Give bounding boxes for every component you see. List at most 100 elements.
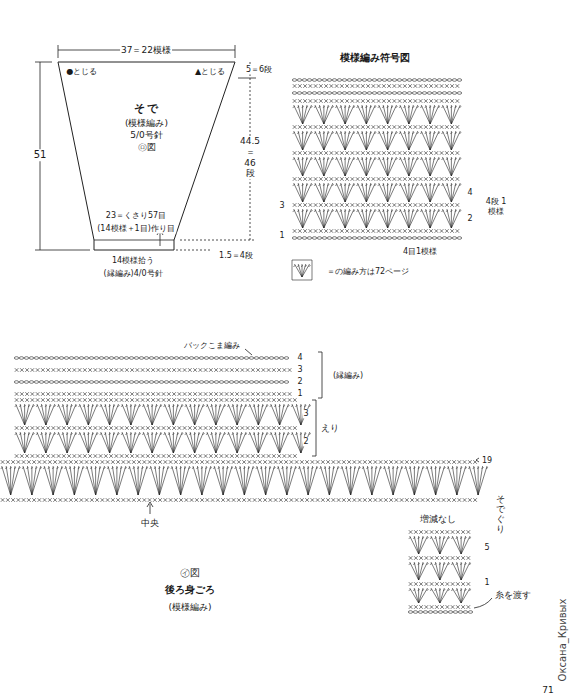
single-crochet: [314, 177, 318, 181]
single-crochet: [382, 99, 386, 103]
single-crochet: [398, 99, 402, 103]
chain-stitch: [372, 92, 376, 95]
single-crochet: [262, 454, 266, 458]
chain-stitch: [342, 92, 346, 95]
single-crochet: [83, 392, 87, 396]
single-crochet: [456, 530, 460, 534]
annotation: 2: [302, 437, 309, 446]
chain-stitch: [362, 79, 366, 82]
shell-stitch: [426, 466, 446, 495]
single-crochet: [251, 426, 255, 430]
single-crochet: [267, 426, 271, 430]
single-crochet: [41, 392, 45, 396]
direction-arrow: [160, 232, 161, 246]
single-crochet: [298, 177, 302, 181]
single-crochet: [419, 177, 423, 181]
single-crochet: [111, 460, 115, 464]
single-crochet: [405, 498, 409, 502]
single-crochet: [272, 454, 276, 458]
single-crochet: [288, 426, 292, 430]
single-crochet: [104, 398, 108, 402]
single-crochet: [178, 368, 182, 372]
shell-stitch: [399, 209, 419, 228]
single-crochet: [230, 426, 234, 430]
chain-stitch: [59, 357, 63, 360]
chain-stitch: [413, 611, 417, 614]
single-crochet: [232, 498, 236, 502]
single-crochet: [456, 125, 460, 129]
single-crochet: [440, 203, 444, 207]
chain-stitch: [84, 381, 88, 384]
single-crochet: [458, 460, 462, 464]
single-crochet: [414, 556, 418, 560]
single-crochet: [303, 203, 307, 207]
single-crochet: [319, 229, 323, 233]
shell-stitch: [378, 157, 398, 176]
single-crochet: [262, 426, 266, 430]
single-crochet: [340, 99, 344, 103]
shell-stitch: [57, 404, 77, 425]
single-crochet: [382, 229, 386, 233]
chain-stitch: [269, 381, 273, 384]
single-crochet: [419, 203, 423, 207]
chain-stitch: [347, 92, 351, 95]
single-crochet: [172, 398, 176, 402]
single-crochet: [78, 392, 82, 396]
shell-stitch: [78, 432, 98, 453]
single-crochet: [419, 125, 423, 129]
single-crochet: [53, 498, 57, 502]
shell-stitch: [270, 432, 290, 453]
single-crochet: [288, 454, 292, 458]
shell-stitch: [430, 562, 450, 580]
single-crochet: [430, 556, 434, 560]
chain-stitch: [423, 611, 427, 614]
single-crochet: [22, 498, 26, 502]
sleeve-text: そで: [58, 102, 235, 117]
single-crochet: [324, 229, 328, 233]
single-crochet: [440, 556, 444, 560]
single-crochet: [274, 460, 278, 464]
single-crochet: [67, 454, 71, 458]
single-crochet: [319, 151, 323, 155]
single-crochet: [57, 368, 61, 372]
single-crochet: [36, 426, 40, 430]
center-arrow: [150, 504, 151, 514]
chain-stitch: [114, 357, 118, 360]
single-crochet: [419, 582, 423, 586]
single-crochet: [263, 460, 267, 464]
single-crochet: [251, 392, 255, 396]
single-crochet: [31, 368, 35, 372]
single-crochet: [450, 151, 454, 155]
chain-stitch: [422, 79, 426, 82]
single-crochet: [25, 368, 29, 372]
fan-row: [409, 588, 471, 603]
single-crochet: [440, 99, 444, 103]
single-crochet: [356, 151, 360, 155]
single-crochet: [361, 203, 365, 207]
single-crochet: [409, 556, 413, 560]
single-crochet: [211, 460, 215, 464]
single-crochet: [279, 460, 283, 464]
sc-row: [15, 454, 297, 458]
single-crochet: [398, 229, 402, 233]
chain-stitch: [164, 381, 168, 384]
single-crochet: [361, 84, 365, 88]
single-crochet: [326, 460, 330, 464]
single-crochet: [116, 460, 120, 464]
single-crochet: [274, 498, 278, 502]
single-crochet: [251, 368, 255, 372]
single-crochet: [25, 392, 29, 396]
single-crochet: [209, 454, 213, 458]
single-crochet: [414, 151, 418, 155]
chain-stitch: [79, 381, 83, 384]
annotation: 2: [466, 214, 473, 223]
single-crochet: [130, 454, 134, 458]
single-crochet: [309, 229, 313, 233]
chain-stitch: [307, 237, 311, 240]
single-crochet: [183, 392, 187, 396]
single-crochet: [345, 229, 349, 233]
single-crochet: [377, 177, 381, 181]
chain-stitch: [468, 611, 472, 614]
shell-stitch: [378, 105, 398, 124]
chain-stitch: [302, 92, 306, 95]
